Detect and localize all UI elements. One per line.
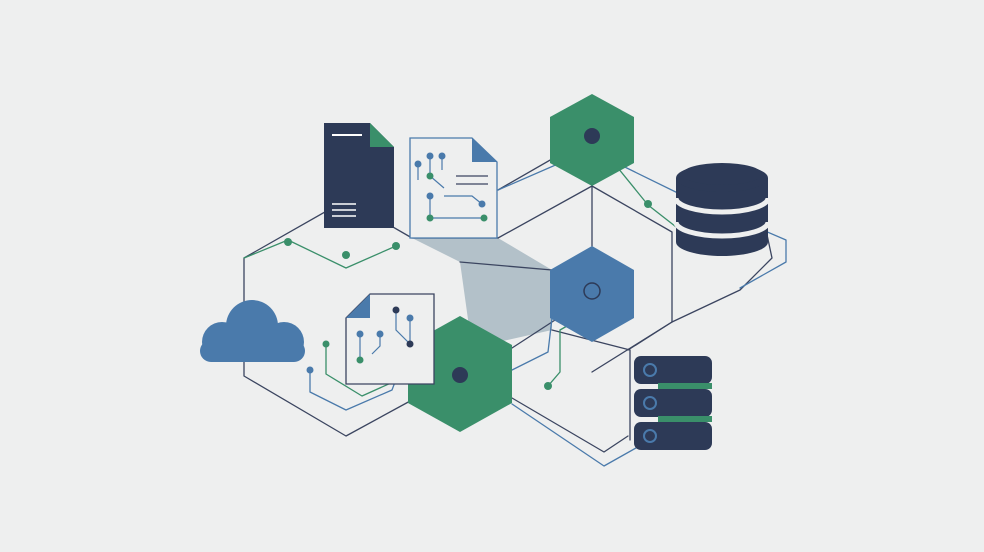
node-ring-icon: [583, 282, 601, 300]
circuit-document-icon: [409, 137, 498, 239]
node-dot-icon: [584, 128, 600, 144]
document-icon: [324, 123, 394, 228]
circuit-document-icon: [306, 293, 435, 385]
server-icon: [634, 356, 712, 450]
hex-top-green: [550, 94, 634, 186]
database-icon: [673, 163, 771, 256]
connector-panel: [412, 238, 552, 348]
connector-dots: [284, 200, 652, 390]
cloud-icon: [200, 300, 305, 362]
node-dot-icon: [452, 367, 468, 383]
hex-center-blue: [550, 246, 634, 342]
